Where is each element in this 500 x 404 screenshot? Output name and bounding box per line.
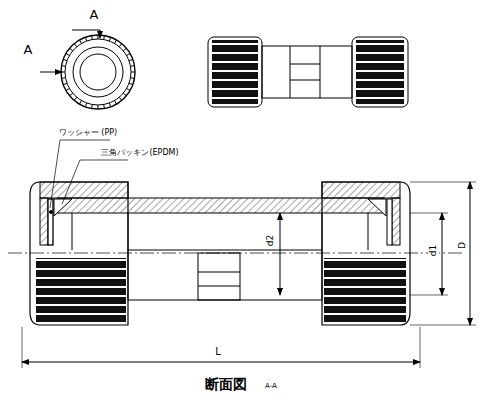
section-mark: A (90, 8, 99, 21)
knurl-tooth (130, 77, 134, 79)
knurl-tooth (66, 54, 69, 56)
knurl-tooth (103, 104, 105, 108)
knurl-tooth (129, 59, 133, 60)
knurl-tooth (123, 93, 126, 96)
knurl-tooth (131, 72, 135, 73)
dimension-label: d2 (265, 233, 276, 246)
part-label: 三角パッキン(EPDM) (101, 149, 178, 157)
knurl-tooth (85, 37, 86, 41)
knurl-tooth (63, 83, 67, 84)
dimension-label: L (215, 347, 221, 357)
knurl-tooth (115, 101, 117, 104)
knurl-tooth (103, 36, 105, 40)
knurl-tooth (127, 89, 130, 91)
knurl-tooth (98, 105, 99, 109)
knurl-tooth (115, 40, 117, 43)
knurl-tooth (127, 54, 130, 56)
knurl-tooth (129, 83, 133, 84)
knurl-tooth (62, 65, 66, 67)
view-name: A-A (265, 383, 277, 390)
knurl-tooth (119, 44, 122, 47)
knurl-tooth (62, 77, 66, 79)
knurl-tooth (63, 59, 67, 60)
section-mark: A (24, 43, 33, 56)
knurl-tooth (74, 44, 77, 47)
knurl-tooth (119, 97, 122, 100)
knurl-tooth (70, 48, 73, 51)
dimension-label: d1 (428, 243, 439, 256)
knurl-tooth (123, 48, 126, 51)
knurl-tooth (109, 37, 110, 41)
knurl-tooth (91, 104, 93, 108)
knurl-tooth (70, 93, 73, 96)
knurl-tooth (130, 65, 134, 67)
knurl-tooth (98, 35, 99, 39)
part-label: ワッシャー (PP) (59, 129, 117, 137)
view-title: 断面図 (205, 377, 247, 391)
knurl-tooth (74, 97, 77, 100)
knurl-tooth (91, 36, 93, 40)
knurl-tooth (80, 101, 82, 104)
knurl-tooth (109, 103, 110, 107)
knurl-tooth (85, 103, 86, 107)
knurl-tooth (66, 89, 69, 91)
knurl-tooth (80, 40, 82, 43)
dimension-label: D (457, 241, 468, 250)
